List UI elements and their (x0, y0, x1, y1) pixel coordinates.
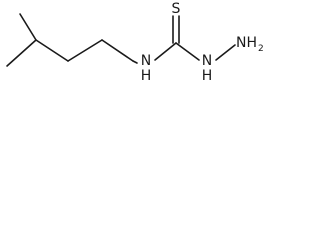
hydrazine-hydrogen-label: H (202, 68, 213, 84)
amide-hydrogen-label: H (141, 68, 152, 84)
terminal-amine-label: NH (236, 35, 257, 51)
molecule-drawing: S N H N H NH 2 (6, 1, 264, 84)
terminal-amine-subscript: 2 (258, 44, 264, 54)
bond-nh-nh2 (215, 44, 236, 61)
bond-c4-c5 (101, 39, 134, 62)
bond-methyl-upper (19, 13, 37, 41)
bond-c2-c3 (35, 39, 69, 62)
sulfur-label: S (172, 1, 181, 17)
amide-nitrogen-label: N (141, 53, 151, 69)
bond-c3-c4 (67, 39, 103, 62)
bond-nh-c (154, 42, 177, 61)
bond-methyl-lower (6, 39, 37, 67)
bond-c-nh2 (175, 42, 200, 61)
structure-diagram: S N H N H NH 2 (0, 0, 270, 88)
hydrazine-nitrogen-label: N (202, 53, 212, 69)
bond-c5-nh (132, 60, 138, 64)
